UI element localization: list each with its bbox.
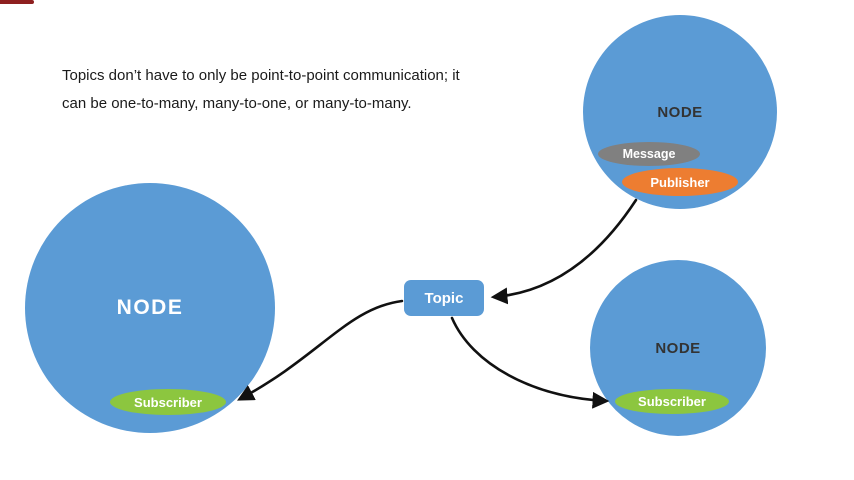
- publisher-ellipse: Publisher: [622, 168, 738, 196]
- node-top-right-label: NODE: [657, 103, 703, 121]
- caption-line-1: Topics don’t have to only be point-to-po…: [62, 67, 460, 84]
- topic-box: Topic: [404, 280, 484, 316]
- publisher-label: Publisher: [650, 174, 710, 190]
- node-left-label: NODE: [116, 296, 184, 319]
- arrow-publisher-to-topic: [490, 198, 638, 305]
- caption: Topics don’t have to only be point-to-po…: [62, 62, 502, 118]
- subscriber-right-label: Subscriber: [638, 394, 706, 409]
- subscriber-ellipse-left: Subscriber: [110, 389, 226, 415]
- topic-label: Topic: [424, 289, 464, 307]
- subscriber-ellipse-right: Subscriber: [615, 389, 729, 414]
- arrow-topic-to-right-subscriber: [450, 316, 610, 409]
- message-ellipse: Message: [598, 142, 700, 166]
- subscriber-left-label: Subscriber: [134, 394, 202, 410]
- video-progress-mark: [0, 0, 34, 4]
- caption-line-2: can be one-to-many, many-to-one, or many…: [62, 95, 412, 112]
- node-bottom-right-label: NODE: [655, 339, 701, 357]
- message-label: Message: [622, 147, 676, 161]
